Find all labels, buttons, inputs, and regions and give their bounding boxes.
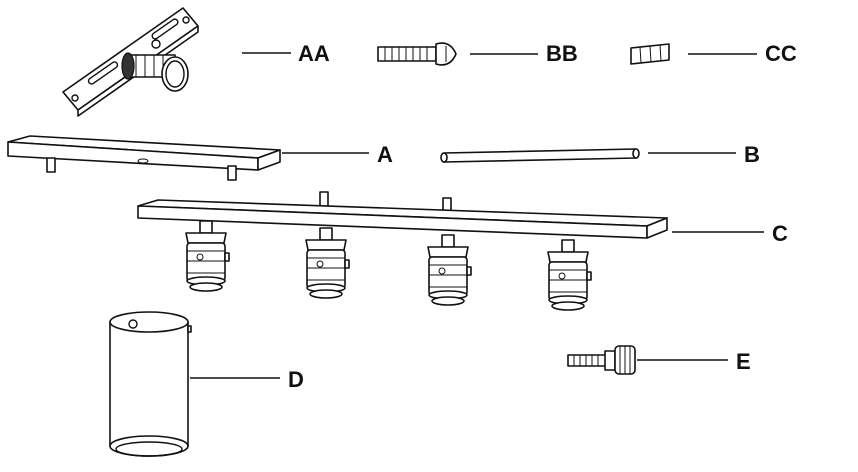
part-label-e: E bbox=[736, 349, 751, 374]
part-label-a: A bbox=[377, 142, 393, 167]
screw bbox=[377, 42, 457, 66]
part-label-bb: BB bbox=[546, 41, 578, 66]
thumb-screw bbox=[567, 345, 636, 375]
canopy bbox=[7, 135, 281, 181]
shade bbox=[109, 311, 192, 457]
fixture-bar-with-sockets bbox=[137, 191, 668, 311]
wire-connector bbox=[630, 43, 670, 65]
part-label-aa: AA bbox=[298, 41, 330, 66]
down-rod bbox=[440, 148, 640, 163]
mounting-plate-with-nipple bbox=[62, 7, 199, 117]
part-label-b: B bbox=[744, 142, 760, 167]
part-label-c: C bbox=[772, 221, 788, 246]
leader-lines bbox=[190, 52, 764, 379]
part-label-d: D bbox=[288, 367, 304, 392]
part-label-cc: CC bbox=[765, 41, 797, 66]
